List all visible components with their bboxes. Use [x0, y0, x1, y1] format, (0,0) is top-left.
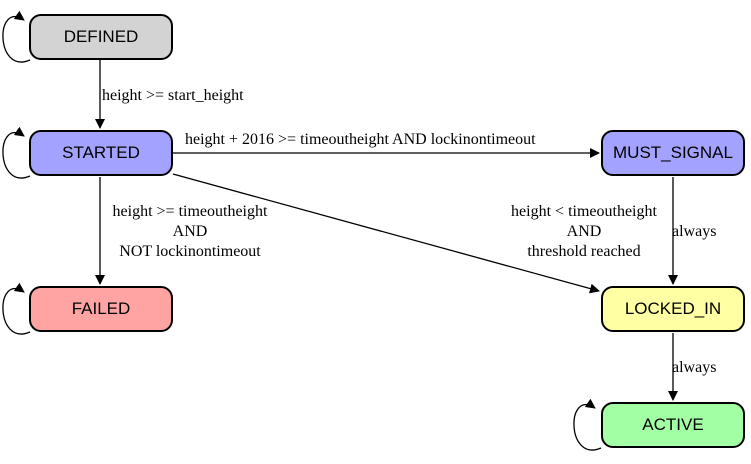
state-failed-label: FAILED	[71, 299, 131, 318]
state-must-signal-label: MUST_SIGNAL	[613, 143, 733, 162]
edge-label-must-signal-to-locked-in: always	[672, 223, 717, 240]
state-must-signal: MUST_SIGNAL	[601, 130, 745, 176]
self-loop-failed	[2, 282, 31, 335]
edge-label-locked-in-to-active: always	[672, 359, 717, 376]
self-loop-active	[573, 398, 602, 451]
state-started-label: STARTED	[62, 143, 140, 162]
state-active-label: ACTIVE	[642, 415, 704, 434]
edge-label-line: threshold reached	[527, 243, 641, 260]
edge-label-line: height >= timeoutheight	[112, 203, 268, 220]
state-started: STARTED	[29, 130, 173, 176]
edge-label-line: AND	[566, 223, 602, 240]
edge-started-to-locked-in	[172, 173, 600, 294]
state-locked-in-label: LOCKED_IN	[624, 299, 722, 318]
state-defined-label: DEFINED	[63, 27, 139, 46]
edge-label-line: NOT lockinontimeout	[119, 243, 261, 260]
edge-label-started-to-must-signal: height + 2016 >= timeoutheight AND locki…	[185, 131, 536, 148]
self-loop-defined	[2, 10, 31, 63]
edge-label-line: height < timeoutheight	[511, 203, 657, 220]
edge-label-started-to-failed: height >= timeoutheight AND NOT lockinon…	[92, 202, 288, 262]
self-loop-started	[2, 126, 31, 179]
state-failed: FAILED	[29, 286, 173, 332]
edge-label-defined-to-started: height >= start_height	[102, 87, 244, 104]
edge-label-line: AND	[172, 223, 208, 240]
state-active: ACTIVE	[601, 402, 745, 448]
state-locked-in: LOCKED_IN	[601, 286, 745, 332]
edge-label-started-to-locked-in: height < timeoutheight AND threshold rea…	[486, 202, 682, 262]
state-defined: DEFINED	[29, 14, 173, 60]
